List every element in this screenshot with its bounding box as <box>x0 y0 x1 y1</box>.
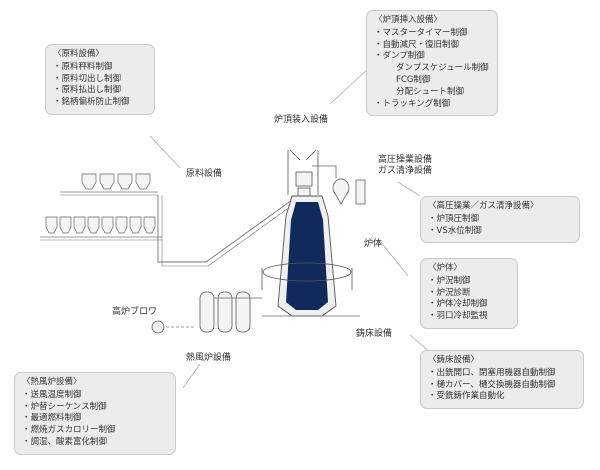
callout-casting: 〈鋳床設備〉 出銑開口、閉塞用機器自動制御 樋カバー、樋交換機器自動制御 受銑鋳… <box>420 350 584 410</box>
label-furnace: 炉体 <box>364 239 383 249</box>
list-item: 炉頂圧制御 <box>428 214 572 226</box>
list-item: VS水位制御 <box>428 226 572 238</box>
bustle-pipe <box>261 262 353 290</box>
list-item: 樋カバー、樋交換機器自動制御 <box>428 380 576 392</box>
list-item: 原料切出し制御 <box>53 74 147 86</box>
list-item: 燃焼ガスカロリー制御 <box>22 425 168 437</box>
furnace-top-structure <box>287 149 319 199</box>
list-sub-item: 分配シュート制御 <box>396 86 465 97</box>
hot-stoves <box>199 291 251 333</box>
callout-hot-stove: 〈熱風炉設備〉 送風温度制御 炉替シーケンス制御 最適燃料制御 燃焼ガスカロリー… <box>14 372 176 455</box>
label-blower: 高炉ブロワ <box>112 307 158 317</box>
callout-raw-material: 〈原料設備〉 原料秤料制御 原料切出し制御 原料払出し制御 銘柄偏析防止制御 <box>45 44 155 115</box>
list-item: 調湿、酸素富化制御 <box>22 437 168 449</box>
label-raw-material: 原料設備 <box>186 169 223 179</box>
list-item: 原料払出し制御 <box>53 85 147 97</box>
furnace-interior <box>286 202 328 310</box>
label-casting: 鋳床設備 <box>356 329 393 339</box>
callout-high-pressure: 〈高圧操業／ガス清浄設備〉 炉頂圧制御 VS水位制御 <box>420 196 580 244</box>
blower-fan <box>151 320 165 334</box>
list-item: 自動減尺・復旧制御 <box>374 40 490 52</box>
gas-uptake <box>312 165 337 178</box>
list-item: 出銑開口、閉塞用機器自動制御 <box>428 368 576 380</box>
list-item: 銘柄偏析防止制御 <box>53 97 147 109</box>
list-sub-item: ダンプスケジュール制御 <box>396 63 489 74</box>
list-item: 炉況診断 <box>428 288 510 300</box>
list-item: 炉況制御 <box>428 276 510 288</box>
list-item: 原料秤料制御 <box>53 62 147 74</box>
list-item: 炉替シーケンス制御 <box>22 402 168 414</box>
callout-title: 〈炉体〉 <box>428 263 463 273</box>
list-item: トラッキング制御 <box>374 99 490 111</box>
label-high-pressure-2: ガス清浄設備 <box>378 166 433 176</box>
callout-title: 〈高圧操業／ガス清浄設備〉 <box>428 201 539 211</box>
furnace-body <box>277 195 337 317</box>
callout-title: 〈熱風炉設備〉 <box>22 377 82 387</box>
label-high-pressure-1: 高圧操業設備 <box>378 155 433 165</box>
list-sub-item: FCG制御 <box>396 74 431 85</box>
list-item: 最適燃料制御 <box>22 413 168 425</box>
leader-lines <box>149 66 431 389</box>
list-item: ダンプ制御 <box>374 51 490 63</box>
callout-title: 〈原料設備〉 <box>53 49 105 59</box>
callout-title: 〈鋳床設備〉 <box>428 355 480 365</box>
label-top-charging: 炉頂装入設備 <box>274 115 329 125</box>
list-item: マスタータイマー制御 <box>374 28 490 40</box>
callout-top-charging: 〈炉頂挿入設備〉 マスタータイマー制御 自動減尺・復旧制御 ダンプ制御 ダンプス… <box>366 10 498 117</box>
list-item: 送風温度制御 <box>22 390 168 402</box>
raw-material-bins-upper <box>81 173 151 190</box>
list-item: 受銑鋳作業自動化 <box>428 391 576 403</box>
label-high-pressure: 高圧操業設備 ガス清浄設備 <box>378 155 432 177</box>
raw-material-bins-lower <box>45 216 156 234</box>
callout-title: 〈炉頂挿入設備〉 <box>374 15 443 25</box>
list-item: 炉体冷却制御 <box>428 299 510 311</box>
label-hot-stove: 熱風炉設備 <box>186 353 232 363</box>
callout-furnace: 〈炉体〉 炉況制御 炉況診断 炉体冷却制御 羽口冷却監視 <box>420 258 518 329</box>
list-item: 羽口冷却監視 <box>428 311 510 323</box>
gas-cleaning-vessels <box>332 178 366 205</box>
belt-conveyor <box>157 195 293 263</box>
